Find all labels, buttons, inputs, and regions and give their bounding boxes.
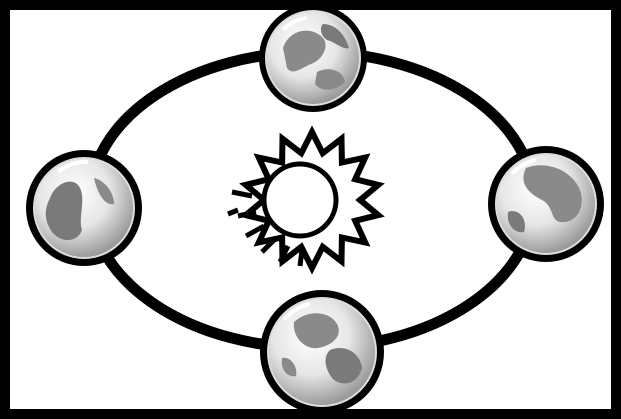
earth-icon [26, 150, 142, 266]
earth-icon [488, 146, 604, 262]
sun-icon [228, 132, 378, 268]
earth-icon [259, 4, 367, 112]
earth-icon [260, 290, 384, 414]
